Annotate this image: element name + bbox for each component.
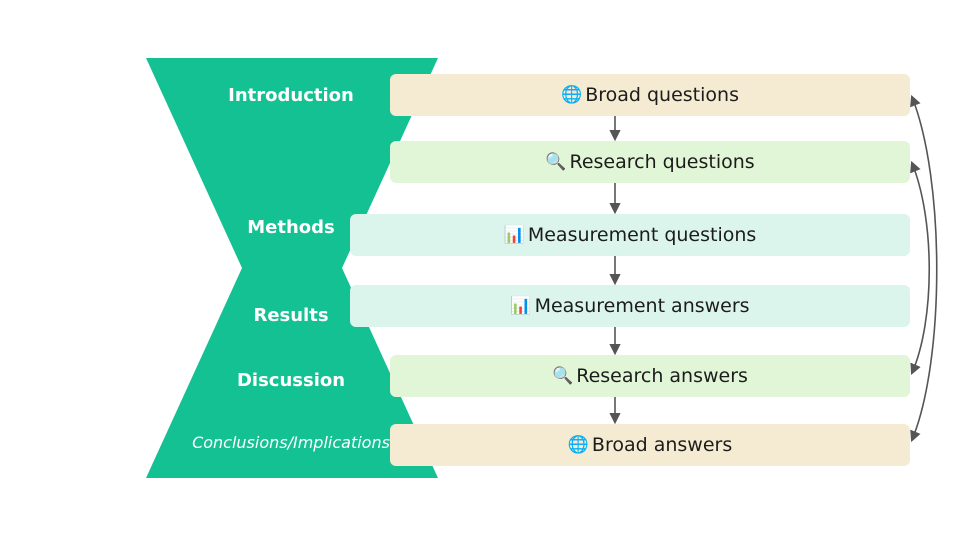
row-measurement-answers: 📊 Measurement answers (350, 285, 910, 327)
broad-link-arrow (910, 94, 938, 443)
section-label-discussion: Discussion (236, 370, 346, 391)
magnifier-icon: 🔍 (552, 366, 574, 386)
row-text: Research questions (569, 151, 755, 173)
row-broad-answers: 🌐 Broad answers (390, 424, 910, 466)
section-label-conclusions: Conclusions/Implications (192, 433, 390, 452)
hourglass-shape (146, 58, 438, 478)
globe-icon: 🌐 (561, 85, 583, 105)
section-label-methods: Methods (247, 217, 335, 238)
research-link-arrow (910, 160, 930, 376)
row-text: Measurement answers (534, 295, 750, 317)
globe-icon: 🌐 (567, 435, 589, 455)
row-research-questions: 🔍 Research questions (390, 141, 910, 183)
section-label-introduction: Introduction (228, 85, 354, 106)
bar-chart-icon: 📊 (503, 225, 525, 245)
row-text: Broad answers (591, 434, 733, 456)
row-text: Measurement questions (527, 224, 757, 246)
row-text: Research answers (576, 365, 748, 387)
row-research-answers: 🔍 Research answers (390, 355, 910, 397)
row-measurement-questions: 📊 Measurement questions (350, 214, 910, 256)
row-text: Broad questions (585, 84, 739, 106)
magnifier-icon: 🔍 (545, 152, 567, 172)
bar-chart-icon: 📊 (510, 296, 532, 316)
section-label-results: Results (253, 305, 329, 326)
row-broad-questions: 🌐 Broad questions (390, 74, 910, 116)
